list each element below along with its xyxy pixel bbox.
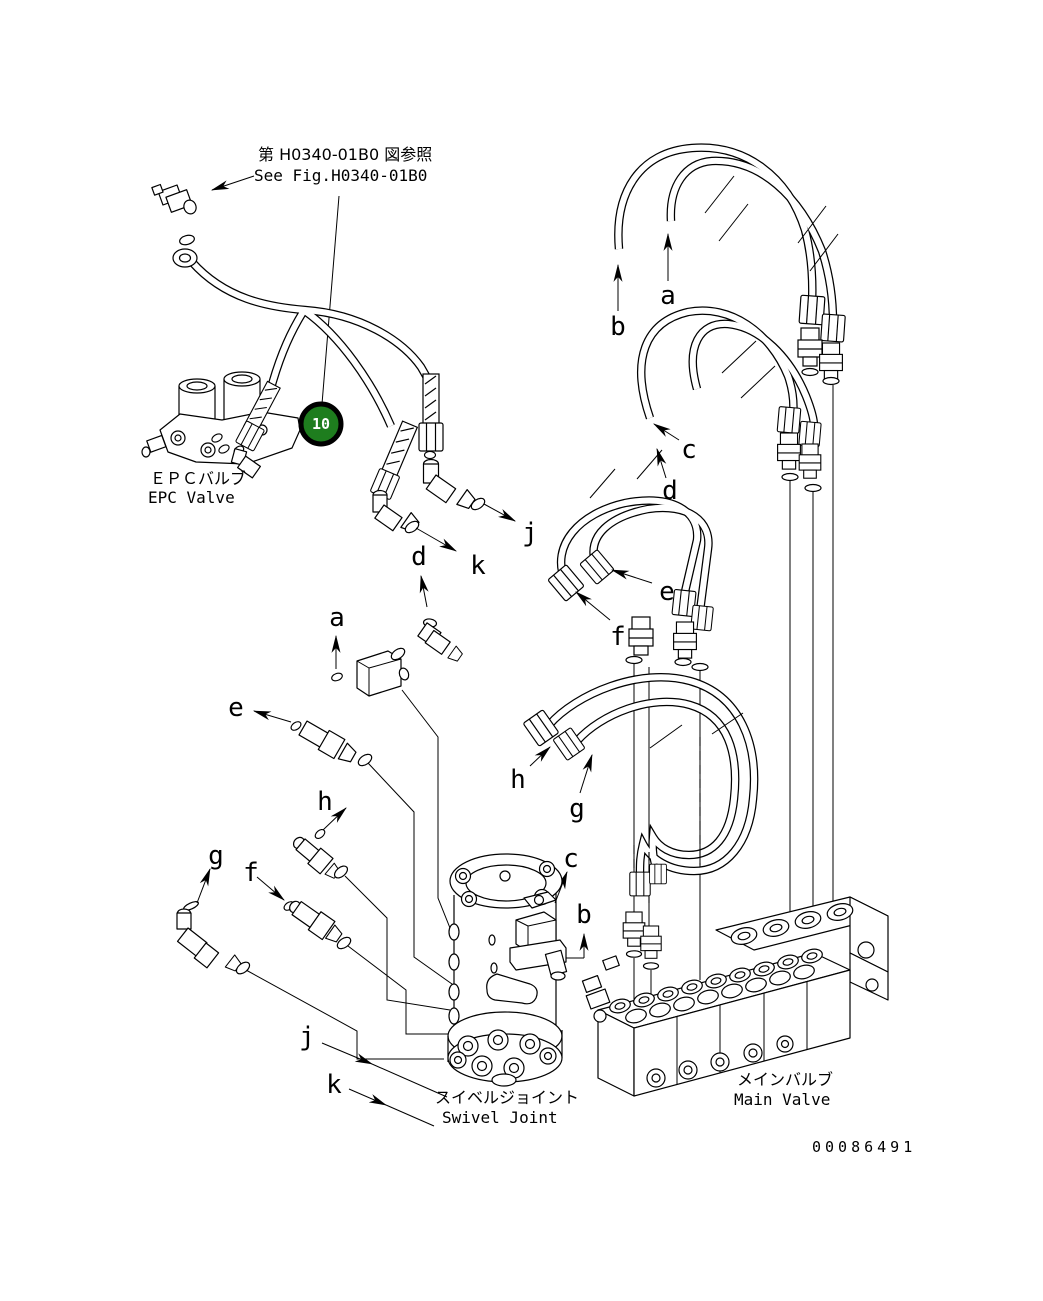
port-label-b-swivel: b: [576, 900, 592, 930]
epc-valve-label-jp: ＥＰＣバルブ: [150, 469, 246, 488]
epc-elbow-fitting: [230, 445, 261, 479]
rear-bores: [730, 903, 854, 945]
port-label-e-left: e: [228, 693, 244, 723]
epc-valve-label-en: EPC Valve: [148, 488, 235, 507]
main-valve: [581, 896, 889, 1097]
port-label-d-mid: d: [411, 542, 427, 572]
banjo-fitting: [172, 248, 198, 268]
reference-note-en: See Fig.H0340-01B0: [254, 166, 427, 185]
callout-circle: [298, 401, 344, 447]
port-label-c-swivel: c: [563, 844, 579, 874]
port-arrows: [196, 232, 680, 904]
port-label-h-left: h: [317, 787, 333, 817]
elbow-fitting-g: [176, 908, 244, 974]
port-label-k-mid: k: [470, 551, 486, 581]
hose-ef: [556, 496, 713, 612]
port-label-a-hose: a: [660, 281, 676, 311]
port-label-b-hose: b: [610, 312, 626, 342]
elbow-fitting-j: [422, 458, 478, 512]
port-label-j-mid: j: [522, 518, 538, 548]
hoses: [188, 143, 838, 905]
fittings: [141, 183, 846, 977]
port-label-j-bottom: j: [299, 1022, 315, 1052]
elbow-fitting-k: [372, 489, 422, 535]
port-label-a-left: a: [329, 603, 345, 633]
port-label-g-left: g: [208, 841, 224, 871]
port-label-k-bottom: k: [326, 1070, 342, 1100]
swivel-joint: [447, 853, 568, 1087]
block-fitting-a: [356, 650, 410, 697]
main-valve-label-en: Main Valve: [734, 1090, 830, 1109]
port-label-e-hose: e: [659, 577, 675, 607]
reference-note-jp: 第 H0340-01B0 図参照: [258, 145, 432, 164]
straight-fitting-e: [298, 720, 359, 766]
callout-number: 10: [312, 415, 330, 433]
elbow-fitting-upper: [417, 618, 465, 664]
straight-fitting-f: [289, 900, 345, 946]
swivel-joint-label-en: Swivel Joint: [442, 1108, 558, 1127]
reference-fitting: [151, 183, 197, 215]
front-bores: [609, 948, 823, 1024]
port-label-c-hose: c: [681, 435, 697, 465]
port-label-f-hose: f: [610, 622, 626, 652]
port-label-h-hose: h: [510, 765, 526, 795]
epc-valve: [141, 371, 301, 465]
texts: 第 H0340-01B0 図参照 See Fig.H0340-01B0 ＥＰＣバ…: [148, 145, 916, 1156]
port-label-d-hose: d: [662, 476, 678, 506]
swivel-joint-label-jp: スイベルジョイント: [435, 1088, 579, 1107]
hose-cd: [637, 306, 819, 427]
hose-gh: [545, 673, 759, 876]
port-label-f-left: f: [243, 858, 259, 888]
drawing-number: 00086491: [812, 1138, 916, 1156]
port-label-g-hose: g: [569, 794, 585, 824]
callout-10: 10: [298, 401, 344, 447]
spool-caps: [646, 1035, 794, 1088]
hose-epc-callout-10: [188, 259, 433, 428]
fitting-h: [292, 836, 343, 881]
main-valve-label-jp: メインバルブ: [737, 1070, 833, 1089]
hose-ab: [614, 143, 838, 323]
